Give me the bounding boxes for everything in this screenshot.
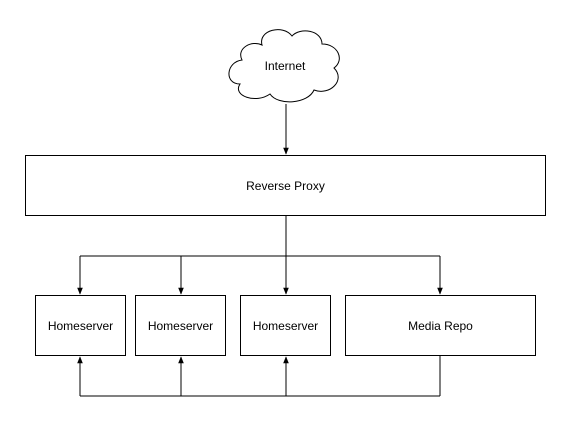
homeserver-node-3: Homeserver [240,295,331,356]
internet-label: Internet [264,59,306,73]
media-repo-node: Media Repo [345,295,536,356]
internet-cloud-shape [228,29,340,103]
reverse-proxy-node: Reverse Proxy [25,155,546,216]
homeserver-node-1: Homeserver [35,295,126,356]
homeserver-node-2: Homeserver [135,295,226,356]
